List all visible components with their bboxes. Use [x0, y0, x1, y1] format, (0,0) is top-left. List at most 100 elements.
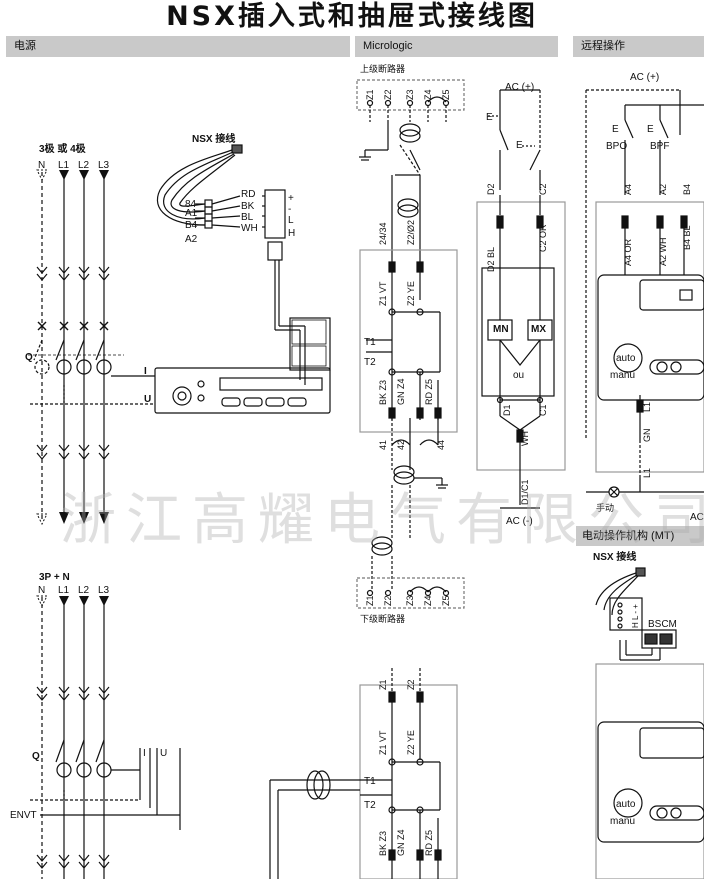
label-bpo: BPO — [606, 141, 627, 152]
label-l1: L1 — [58, 160, 70, 171]
label-n: N — [38, 160, 45, 171]
section-header-remote: 远程操作 — [573, 36, 704, 57]
label-gn: GN — [642, 429, 652, 443]
label-z2ye-b: Z2 YE — [406, 730, 416, 755]
label-c2or: C2 OR — [538, 224, 548, 252]
label-44: 44 — [436, 440, 446, 450]
label-d1c1: D1/C1 — [520, 479, 530, 505]
label-upstream: 上级断路器 — [360, 63, 405, 74]
label-ac-plus-2: AC (+) — [630, 72, 659, 83]
label-z1-d: Z1 — [365, 595, 375, 606]
label-auto-2: auto — [616, 799, 636, 810]
label-e3: E — [612, 124, 619, 135]
label-a1: A1 — [185, 208, 198, 219]
label-d2: D2 — [486, 183, 496, 195]
section-header-motor: 电动操作机构 (MT) — [576, 526, 704, 546]
label-84: 84 — [185, 199, 197, 210]
label-ac-minus: AC (-) — [506, 516, 533, 527]
label-z2o2: Z2/Ø2 — [406, 220, 416, 245]
label-z2-d: Z2 — [383, 595, 393, 606]
label-gnz4: GN Z4 — [396, 378, 406, 405]
label-manu: manu — [610, 370, 635, 381]
label-bpf: BPF — [650, 141, 669, 152]
label-l3: L3 — [98, 160, 110, 171]
label-i2: I — [143, 748, 146, 759]
label-l1-v: L1 — [642, 402, 652, 412]
label-41: 41 — [378, 440, 388, 450]
label-z2ye: Z2 YE — [406, 281, 416, 306]
label-c1: C1 — [538, 404, 548, 416]
label-hand: 手动 — [596, 502, 614, 513]
label-rdz5-b: RD Z5 — [424, 830, 434, 856]
label-3pn: 3P + N — [39, 572, 70, 583]
label-mn: MN — [493, 324, 509, 335]
label-z1vt: Z1 VT — [378, 281, 388, 306]
label-rdz5: RD Z5 — [424, 379, 434, 405]
label-nsx-connect: NSX 接线 — [593, 550, 636, 563]
label-gnz4-b: GN Z4 — [396, 829, 406, 856]
label-minus: - — [288, 204, 291, 215]
label-wh: WH — [241, 223, 258, 234]
label-z3: Z3 — [405, 89, 415, 100]
label-n2: N — [38, 585, 45, 596]
watermark: 浙江高耀电气有限公司 — [60, 488, 704, 553]
label-e1: E — [486, 112, 493, 123]
label-a2wh: A2 WH — [658, 237, 668, 266]
label-z2: Z2 — [383, 89, 393, 100]
label-b4: B4 — [682, 184, 692, 195]
label-hl: H L - + — [631, 604, 640, 628]
label-manu-2: manu — [610, 816, 635, 827]
label-l1-v2: L1 — [642, 468, 652, 478]
label-z4-d: Z4 — [423, 595, 433, 606]
label-l2: L2 — [78, 160, 90, 171]
label-poles-3-4: 3极 或 4极 — [39, 142, 87, 155]
label-rd: RD — [241, 189, 255, 200]
label-t2b: T2 — [364, 800, 376, 811]
label-bl: BL — [241, 212, 254, 223]
label-auto: auto — [616, 353, 636, 364]
label-q: Q — [25, 352, 33, 363]
label-z1: Z1 — [365, 89, 375, 100]
label-u: U — [144, 394, 151, 405]
label-t1b: T1 — [364, 776, 376, 787]
label-h: H — [288, 228, 295, 239]
label-z1-b: Z1 — [378, 679, 388, 690]
section-header-power: 电源 — [6, 36, 350, 57]
label-u2: U — [160, 748, 167, 759]
label-t2: T2 — [364, 357, 376, 368]
label-ou: ou — [513, 370, 524, 381]
label-b4: B4 — [185, 220, 198, 231]
label-l1-2: L1 — [58, 585, 70, 596]
label-bk: BK — [241, 201, 255, 212]
label-d2bl: D2 BL — [486, 247, 496, 272]
label-t1: T1 — [364, 337, 376, 348]
label-envt: ENVT — [10, 810, 37, 821]
label-c2: C2 — [538, 183, 548, 195]
label-z5-d: Z5 — [441, 595, 451, 606]
label-z5: Z5 — [441, 89, 451, 100]
label-ac-plus: AC (+) — [505, 82, 534, 93]
label-plus: + — [288, 193, 294, 204]
label-q2: Q — [32, 751, 40, 762]
label-wh-v: WH — [520, 431, 530, 446]
label-a4: A4 — [623, 184, 633, 195]
label-mx: MX — [531, 324, 546, 335]
label-i: I — [144, 366, 147, 377]
label-e2: E — [516, 140, 523, 151]
label-d1: D1 — [502, 404, 512, 416]
label-z3-d: Z3 — [405, 595, 415, 606]
label-bkz3: BK Z3 — [378, 380, 388, 405]
label-42: 42 — [396, 440, 406, 450]
label-a2: A2 — [185, 234, 198, 245]
label-z2-b: Z2 — [406, 679, 416, 690]
label-z4: Z4 — [423, 89, 433, 100]
label-downstream: 下级断路器 — [360, 613, 405, 624]
label-nsx-wire: NSX 接线 — [192, 132, 235, 145]
label-b4bl: B4 BL — [682, 225, 692, 250]
label-a4or: A4 OR — [623, 238, 633, 266]
label-2434: 24/34 — [378, 222, 388, 245]
label-l2-2: L2 — [78, 585, 90, 596]
label-l3-2: L3 — [98, 585, 110, 596]
label-z1vt-b: Z1 VT — [378, 730, 388, 755]
